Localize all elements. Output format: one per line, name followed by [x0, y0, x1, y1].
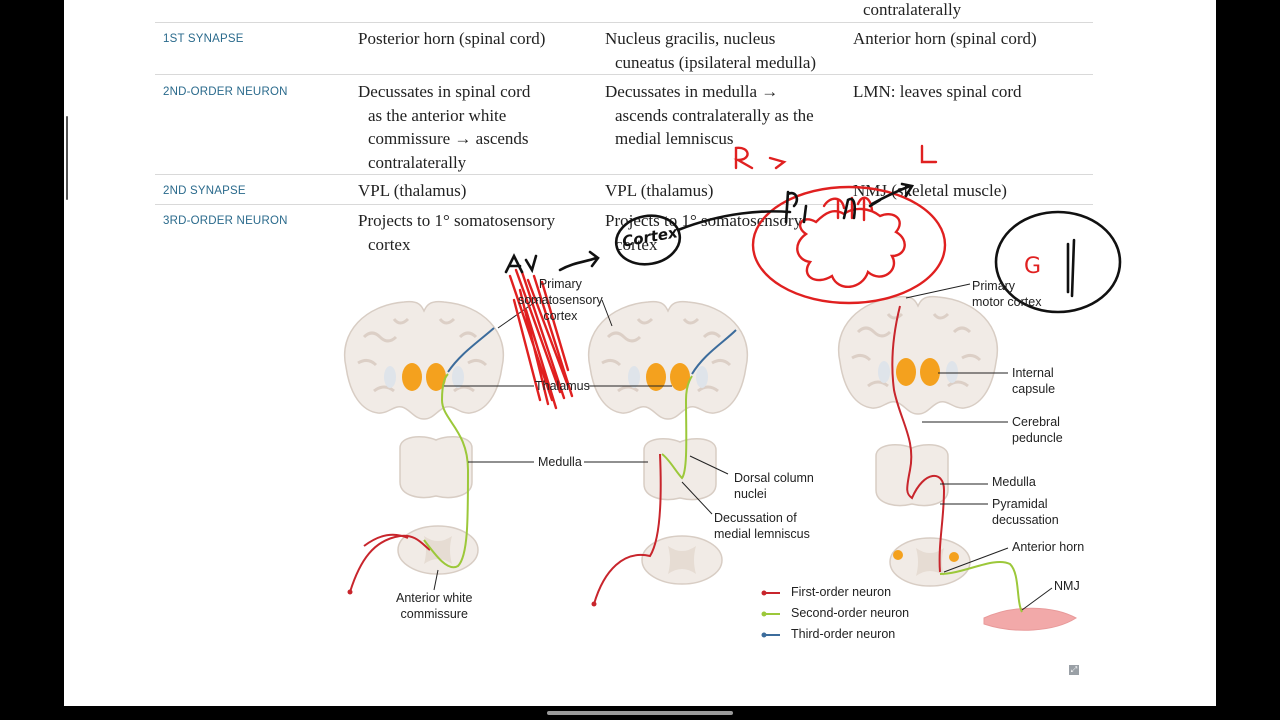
row-label-1st-synapse: 1ST SYNAPSE: [163, 32, 244, 46]
neuron-path: [423, 373, 470, 569]
legend-first-order: First-order neuron: [791, 585, 892, 599]
label-thalamus: Thalamus: [535, 379, 590, 393]
table-cell: Anterior horn (spinal cord): [853, 29, 1037, 48]
spinal-cord-middle: [641, 535, 723, 585]
pathway-figure: [343, 144, 1122, 638]
neuron-path: [447, 327, 495, 373]
table-cell: Nucleus gracilis, nucleus cuneatus (ipsi…: [605, 29, 817, 72]
neuron-path: [691, 329, 737, 375]
legend-swatches: [761, 590, 780, 638]
sidebar-handle[interactable]: [66, 116, 68, 200]
label-cerebral-peduncle: Cerebral peduncle: [1012, 415, 1063, 445]
label-dorsal-column-nuclei: Dorsal column nuclei: [734, 471, 814, 501]
table-cell: contralaterally: [863, 0, 962, 19]
handwritten-annotations: [504, 182, 1122, 314]
annotation-g: G: [1024, 254, 1042, 279]
neuron-path: [939, 561, 1023, 613]
row-label-2nd-synapse: 2ND SYNAPSE: [163, 184, 246, 198]
label-anterior-horn: Anterior horn: [1012, 540, 1085, 554]
label-medulla-right: Medulla: [992, 475, 1036, 489]
label-internal-capsule: Internal capsule: [1012, 366, 1056, 396]
document-page: contralaterally 1ST SYNAPSE Posterior ho…: [64, 0, 1216, 706]
table-cell: VPL (thalamus): [605, 181, 714, 200]
label-primary-motor-cortex: Primary motor cortex: [972, 279, 1042, 309]
table-rule: [155, 204, 1093, 205]
row-label-3rd-order-neuron: 3RD-ORDER NEURON: [163, 214, 288, 228]
table-cell: Projects to 1° somatosensory cortex: [358, 211, 556, 254]
label-decussation-medial-lemniscus: Decussation of medial lemniscus: [714, 511, 810, 541]
table-rule: [155, 22, 1093, 23]
label-anterior-white-commissure: Anterior white commissure: [396, 591, 473, 621]
neuron-path: [363, 533, 409, 547]
neuron-path: [661, 375, 693, 480]
row-label-2nd-order-neuron: 2ND-ORDER NEURON: [163, 85, 288, 99]
home-indicator[interactable]: [547, 711, 733, 715]
medulla-middle: [643, 437, 717, 501]
leader-lines: [433, 283, 1053, 611]
neuron-path: [593, 453, 662, 605]
table-cell: Decussates in medulla → ascends contrala…: [605, 82, 814, 148]
table-rule: [155, 174, 1093, 175]
brain-middle: [587, 300, 749, 421]
spinal-cord-right: [889, 537, 971, 587]
table-rule: [155, 74, 1093, 75]
table-cell: Decussates in spinal cord as the anterio…: [358, 82, 531, 172]
brain-left: [343, 300, 505, 421]
handwritten-annotations: [508, 144, 947, 410]
medulla-left: [399, 435, 473, 499]
table-cell: LMN: leaves spinal cord: [853, 82, 1022, 101]
brain-right: [837, 295, 999, 416]
muscle: [983, 607, 1077, 631]
legend-third-order: Third-order neuron: [791, 627, 896, 641]
label-primary-somatosensory: Primary somatosensory cortex: [518, 277, 603, 323]
label-nmj: NMJ: [1054, 579, 1080, 593]
label-pyramidal-decussation: Pyramidal decussation: [992, 497, 1059, 527]
table-cell: Posterior horn (spinal cord): [358, 29, 546, 48]
expand-icon[interactable]: ⤢: [1069, 665, 1079, 675]
label-medulla: Medulla: [538, 455, 582, 469]
table-cell: VPL (thalamus): [358, 181, 467, 200]
legend-second-order: Second-order neuron: [791, 606, 910, 620]
neuron-path: [891, 305, 946, 573]
